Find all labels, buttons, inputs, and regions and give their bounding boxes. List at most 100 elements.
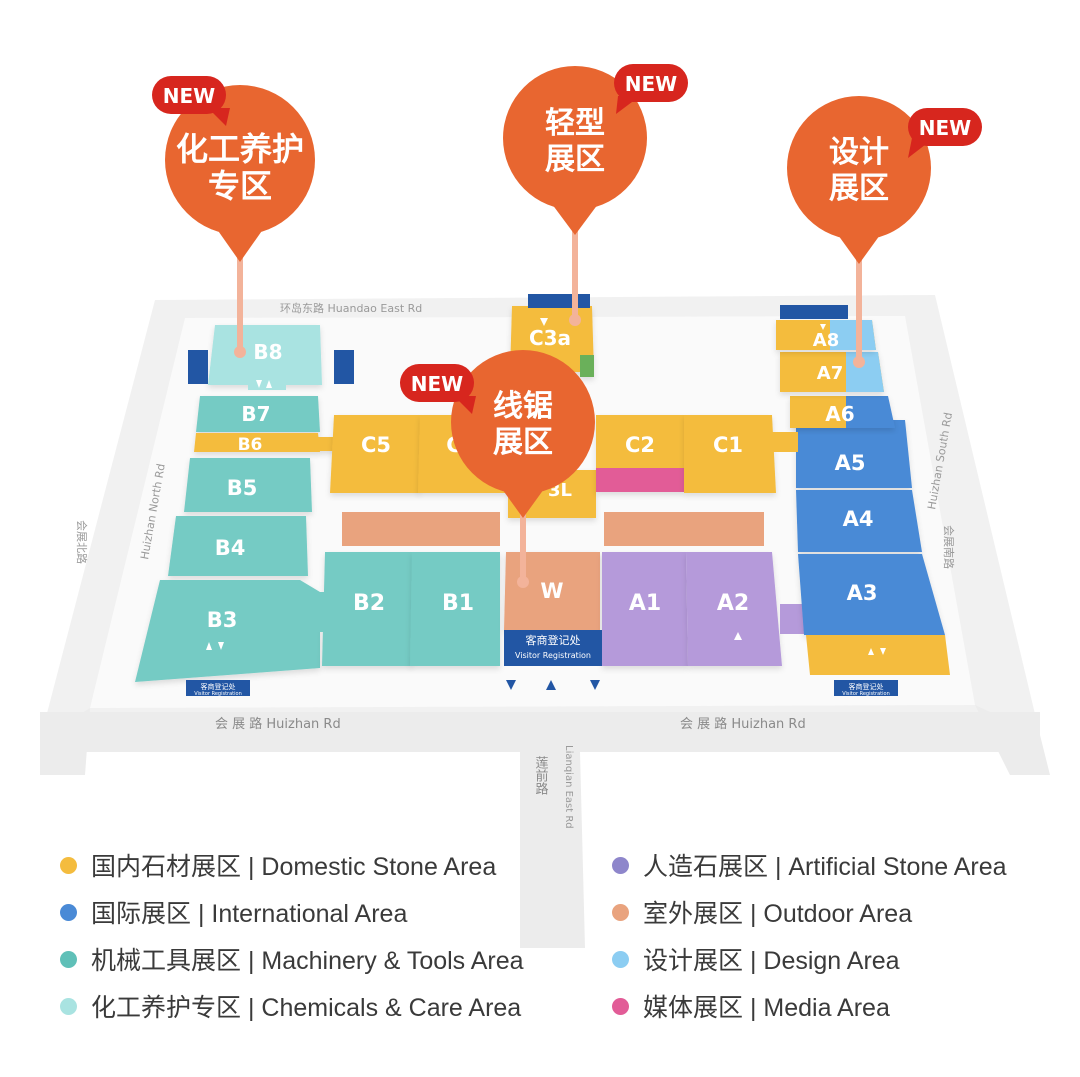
hall-b6[interactable]: B6: [194, 433, 340, 455]
hall-c1[interactable]: C1: [684, 415, 776, 493]
entrance-arrows: [506, 680, 600, 690]
road-north-label: 环岛东路 Huandao East Rd: [280, 301, 422, 315]
outdoor-strip-left: [342, 512, 500, 546]
svg-text:Visitor Registration: Visitor Registration: [842, 691, 890, 697]
legend-dot-icon: [612, 950, 629, 968]
hall-a5[interactable]: A5: [796, 420, 912, 488]
svg-text:C1: C1: [713, 433, 743, 457]
svg-text:NEW: NEW: [163, 84, 215, 108]
svg-text:NEW: NEW: [625, 72, 677, 96]
legend-design: 设计展区 | Design Area: [612, 939, 900, 979]
legend-chemicals: 化工养护专区 | Chemicals & Care Area: [60, 986, 521, 1026]
svg-text:Visitor Registration: Visitor Registration: [194, 691, 242, 697]
hall-b7[interactable]: B7: [196, 396, 320, 432]
road-west-cn-label: 会展北路: [75, 520, 88, 564]
b8-connector: [248, 370, 286, 390]
hall-b3[interactable]: B3: [135, 580, 320, 682]
registration-c3a-sign: [528, 294, 590, 308]
hall-b2[interactable]: B2: [322, 552, 412, 666]
road-east-cn-label: 会展南路: [942, 525, 955, 569]
legend-outdoor: 室外展区 | Outdoor Area: [612, 892, 912, 932]
svg-text:化工养护: 化工养护: [176, 130, 304, 168]
legend-dot-icon: [60, 997, 77, 1015]
road-lianqian-cn-label: 莲前路: [533, 756, 549, 795]
hall-b8[interactable]: B8: [208, 325, 322, 385]
hall-a1[interactable]: A1: [602, 552, 688, 666]
hall-a2[interactable]: A2: [686, 552, 782, 666]
hall-c5[interactable]: C5: [330, 415, 420, 493]
svg-text:A4: A4: [843, 507, 874, 531]
c1-a5-connector: [770, 432, 798, 452]
pin-wiresaw[interactable]: 线锯 展区 NEW: [400, 350, 595, 588]
a3-south-strip: [806, 635, 950, 675]
svg-text:客商登记处: 客商登记处: [526, 633, 581, 647]
registration-a3[interactable]: 客商登记处 Visitor Registration: [834, 680, 898, 697]
hall-a7[interactable]: A7: [780, 352, 884, 392]
hall-a6[interactable]: A6: [790, 396, 895, 428]
svg-text:A8: A8: [813, 330, 839, 351]
registration-b8-east-sign: [334, 350, 354, 384]
hall-a4[interactable]: A4: [796, 490, 922, 552]
svg-text:A6: A6: [825, 402, 854, 426]
svg-text:C2: C2: [625, 433, 655, 457]
svg-text:B7: B7: [241, 402, 270, 426]
svg-text:展区: 展区: [545, 142, 605, 177]
pin-chemicals-new-badge: NEW: [152, 76, 230, 126]
svg-text:B8: B8: [253, 340, 282, 364]
svg-text:轻型: 轻型: [545, 106, 605, 141]
legend-dot-icon: [60, 856, 77, 874]
pin-design[interactable]: 设计 展区 NEW: [787, 96, 982, 368]
legend-international: 国际展区 | International Area: [60, 892, 407, 932]
pin-design-new-badge: NEW: [908, 108, 982, 158]
svg-text:B4: B4: [215, 536, 246, 560]
legend-media: 媒体展区 | Media Area: [612, 986, 890, 1026]
legend-dot-icon: [60, 950, 77, 968]
hall-a8[interactable]: A8: [776, 320, 876, 351]
b3-b2-connector: [300, 592, 326, 632]
svg-text:B5: B5: [227, 476, 258, 500]
legend-dot-icon: [612, 997, 629, 1015]
pin-light[interactable]: 轻型 展区 NEW: [503, 64, 688, 326]
hall-b4[interactable]: B4: [168, 516, 308, 576]
svg-text:B2: B2: [353, 591, 385, 616]
hall-b1[interactable]: B1: [410, 552, 500, 666]
svg-text:线锯: 线锯: [493, 389, 553, 424]
svg-text:Visitor Registration: Visitor Registration: [515, 651, 591, 660]
hall-w[interactable]: W: [504, 552, 600, 630]
registration-b3[interactable]: 客商登记处 Visitor Registration: [186, 680, 250, 697]
svg-text:A3: A3: [847, 581, 878, 605]
legend-machinery: 机械工具展区 | Machinery & Tools Area: [60, 939, 524, 979]
svg-text:展区: 展区: [493, 425, 553, 460]
hall-c2[interactable]: C2: [596, 415, 684, 492]
legend-domestic: 国内石材展区 | Domestic Stone Area: [60, 845, 496, 885]
svg-text:A2: A2: [717, 591, 749, 616]
map-legend: 国内石材展区 | Domestic Stone Area 国际展区 | Inte…: [60, 845, 1040, 1045]
svg-text:客商登记处: 客商登记处: [201, 682, 236, 691]
road-lianqian-en-label: Lianqian East Rd: [563, 745, 574, 829]
svg-text:B1: B1: [442, 591, 474, 616]
media-area: [596, 468, 684, 492]
svg-text:NEW: NEW: [919, 116, 971, 140]
pin-light-new-badge: NEW: [614, 64, 688, 114]
road-south-right-label: 会 展 路 Huizhan Rd: [680, 716, 806, 732]
hall-a3[interactable]: A3: [798, 554, 945, 635]
registration-a8-sign: [780, 305, 848, 319]
legend-artificial: 人造石展区 | Artificial Stone Area: [612, 845, 1007, 885]
svg-text:A5: A5: [835, 451, 866, 475]
svg-text:展区: 展区: [829, 171, 889, 206]
pin-chemicals[interactable]: 化工养护 专区 NEW: [152, 76, 315, 358]
registration-main[interactable]: 客商登记处 Visitor Registration: [504, 630, 602, 666]
svg-text:W: W: [540, 579, 563, 603]
svg-text:A7: A7: [817, 363, 843, 384]
svg-text:B3: B3: [207, 608, 238, 632]
svg-text:NEW: NEW: [411, 372, 463, 396]
svg-text:专区: 专区: [208, 167, 272, 205]
hall-arrows: [206, 318, 886, 655]
svg-text:B6: B6: [238, 435, 263, 455]
road-south-left-label: 会 展 路 Huizhan Rd: [215, 716, 341, 732]
legend-dot-icon: [612, 856, 629, 874]
svg-text:A1: A1: [629, 591, 661, 616]
hall-b5[interactable]: B5: [184, 458, 312, 512]
legend-dot-icon: [60, 903, 77, 921]
